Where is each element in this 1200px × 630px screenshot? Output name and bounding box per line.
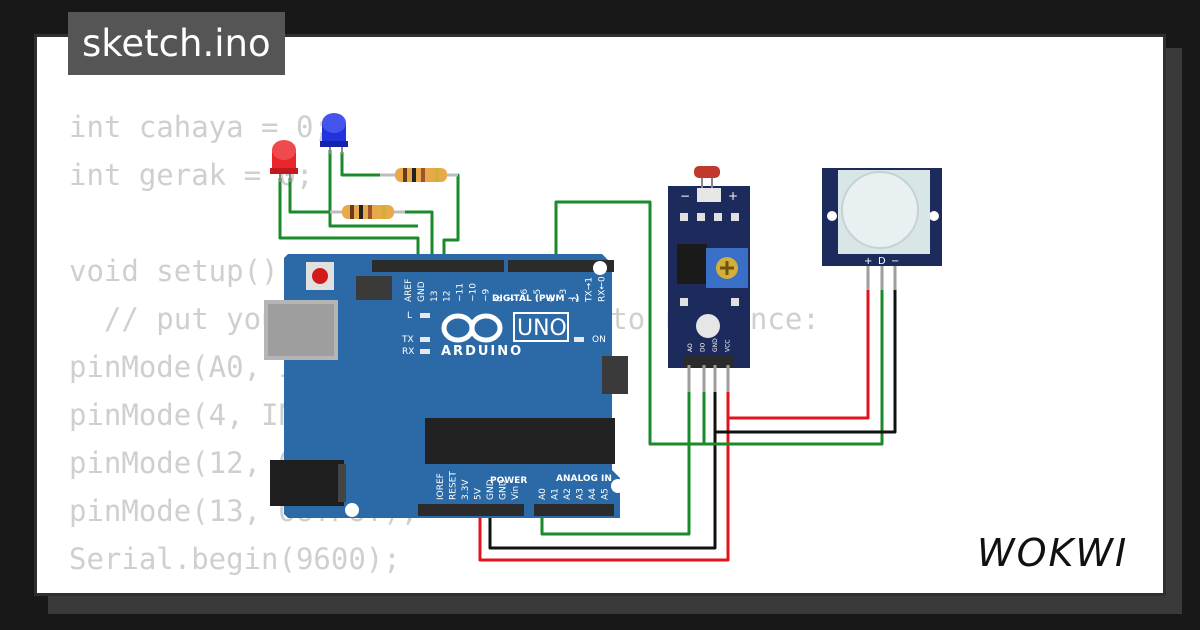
atmega-chip (425, 418, 615, 464)
rx-label: RX (402, 347, 414, 357)
pin-label: 7 (507, 296, 517, 302)
led-blue[interactable] (320, 113, 348, 154)
pin-label: A2 (563, 488, 573, 500)
pin-label: A5 (601, 488, 611, 500)
code-line: int gerak = 0; (69, 158, 314, 192)
pin-label: A4 (588, 488, 598, 500)
pin-label: ~3 (559, 289, 569, 302)
pin-label: ~11 (456, 283, 466, 302)
resistor-1[interactable] (380, 168, 458, 182)
pin-label: GND (417, 281, 427, 302)
pin-label: 5V (474, 487, 484, 500)
pin-label: ~10 (469, 283, 479, 302)
code-line: } (69, 583, 820, 593)
potentiometer-icon (706, 248, 748, 288)
file-tab[interactable]: sketch.ino (68, 12, 285, 75)
pin-label: 13 (430, 291, 440, 302)
pir-pin-label: D (878, 256, 886, 267)
pin-label: 8 (494, 296, 504, 302)
ldr-plus-label: + (728, 189, 738, 203)
arduino-brand: ARDUINO (441, 344, 523, 359)
led-red[interactable] (270, 140, 298, 182)
pin-label: Vin (511, 486, 521, 500)
ldr-pin-labels: AO DO GND VCC (687, 338, 732, 352)
pin-label: A0 (538, 488, 548, 500)
pin-label: AREF (404, 279, 414, 302)
svg-text:WOKWI: WOKWI (977, 531, 1128, 574)
pin-label: IOREF (436, 473, 446, 500)
pin-label: A3 (576, 488, 586, 500)
on-label: ON (592, 335, 606, 345)
pin-label: ~6 (520, 288, 530, 302)
pin-label: GND (712, 338, 719, 352)
ldr-minus-label: − (680, 189, 690, 203)
digital-label: DIGITAL (PWM ~) (492, 294, 579, 304)
pin-label: TX→1 (585, 277, 595, 303)
pin-label: RESET (449, 471, 459, 500)
code-line: void setup() { (69, 254, 314, 288)
pin-label: AO (687, 343, 694, 352)
power-label: POWER (490, 476, 527, 486)
pir-dome-icon (841, 171, 919, 249)
pin-label: 12 (443, 291, 453, 302)
pin-label: VCC (725, 340, 732, 352)
pin-label: DO (700, 342, 707, 352)
analog-label: ANALOG IN (556, 474, 612, 484)
power-jack (270, 460, 344, 506)
photoresistor-icon (694, 166, 721, 202)
pir-pin-label: + (864, 256, 872, 267)
code-line: Serial.begin(9600); (69, 542, 401, 576)
pir-pin-labels: + D− (864, 256, 899, 267)
pin-label: ~9 (481, 288, 491, 302)
wokwi-logo: WOKWI (977, 531, 1128, 574)
pin-label: 4 (546, 296, 556, 302)
pin-label: GND (486, 479, 496, 500)
pin-label: A1 (551, 488, 561, 500)
pin-label: 3.3V (461, 479, 471, 500)
l-label: L (407, 311, 412, 321)
pin-label: ~5 (533, 289, 543, 302)
arduino-model: UNO (517, 316, 567, 341)
pir-sensor-module[interactable]: + D− (822, 168, 942, 290)
arduino-infinity-icon (441, 313, 503, 343)
pir-pin-label: − (891, 256, 899, 267)
ldr-sensor-module[interactable]: − + AO DO GND VCC (668, 166, 750, 392)
tx-label: TX (401, 335, 414, 345)
pin-label: RX←0 (598, 276, 608, 302)
arduino-uno-board[interactable]: ARDUINO UNO DIGITAL (PWM ~) POWER ANALOG… (264, 254, 628, 518)
pin-label: GND (499, 479, 509, 500)
pin-label: 2 (572, 296, 582, 302)
resistor-2[interactable] (330, 205, 405, 219)
wires (278, 150, 897, 562)
